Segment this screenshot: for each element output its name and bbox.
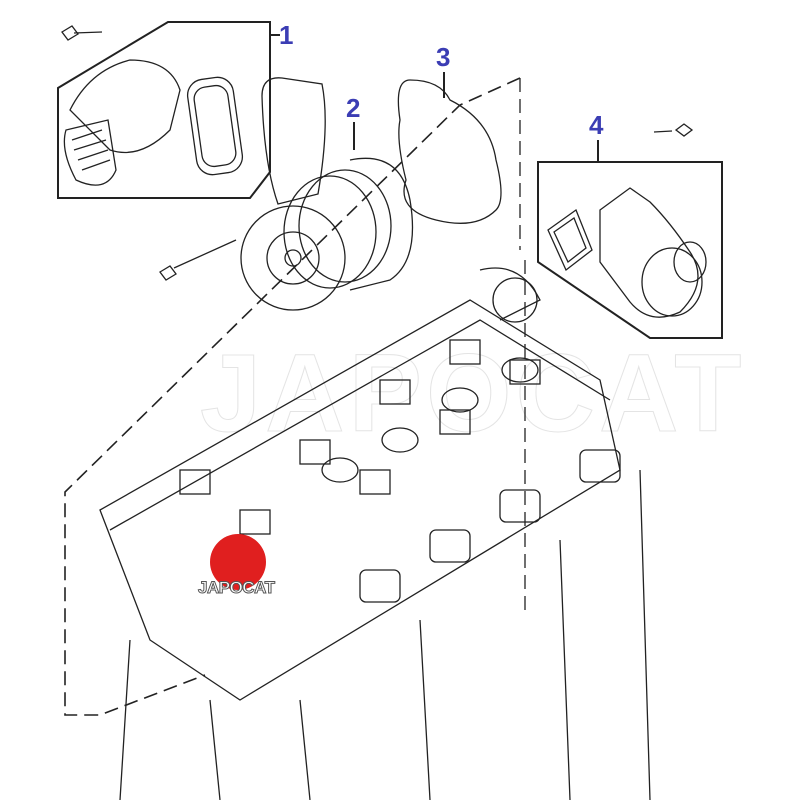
callout-4: 4 xyxy=(589,110,604,140)
callout-1: 1 xyxy=(279,20,294,50)
water-pump xyxy=(159,77,414,311)
callout-3: 3 xyxy=(436,42,451,72)
logo-text: JAPOCAT xyxy=(197,578,275,598)
japocat-logo: JAPOCAT xyxy=(197,534,288,604)
exhaust-flanges xyxy=(359,449,621,603)
callout-2: 2 xyxy=(346,93,361,123)
outlet-housing xyxy=(547,123,707,318)
cylinder-head xyxy=(99,267,651,800)
watermark: JAPOCAT xyxy=(199,332,746,456)
thermostat-housing xyxy=(61,25,244,186)
ports xyxy=(321,357,539,483)
pump-gasket xyxy=(397,79,502,224)
group-box-4 xyxy=(537,161,723,339)
logo-circle xyxy=(210,534,266,590)
cam-caps xyxy=(179,339,541,535)
group-box-1 xyxy=(57,21,271,199)
